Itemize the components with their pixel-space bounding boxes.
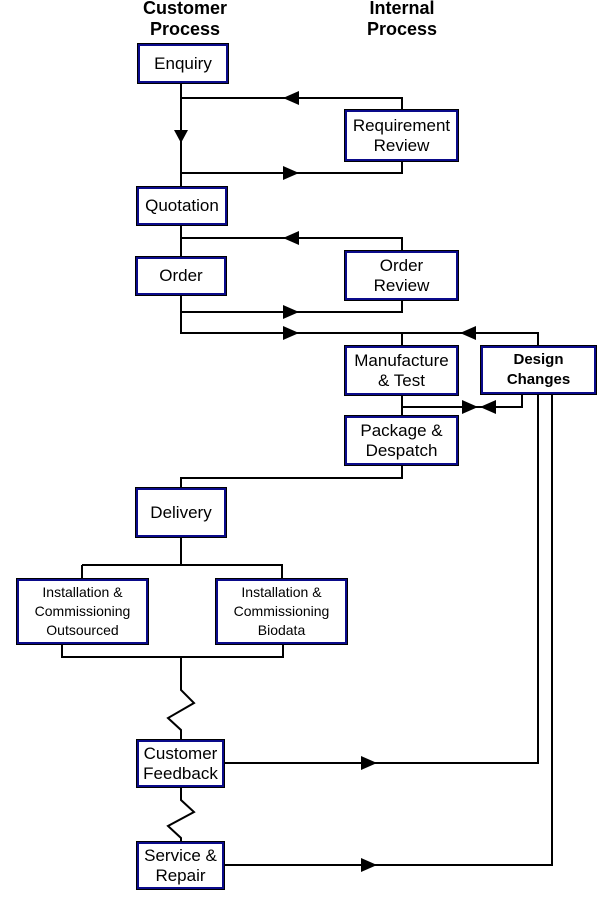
arrow-left-enquiry <box>283 91 299 105</box>
node-package-despatch: Package & Despatch <box>344 415 459 466</box>
node-requirement-review: Requirement Review <box>344 109 459 162</box>
arrow-left-design-loop <box>480 400 496 414</box>
connector-enquiry-requirement <box>181 97 403 110</box>
arrow-right-manufacture <box>283 326 299 340</box>
connector-requirement-return <box>181 162 403 174</box>
node-service-repair: Service & Repair <box>136 841 225 890</box>
connector-feedback-design <box>225 395 539 764</box>
arrow-right-orderreview <box>283 305 299 319</box>
connector-zigzag-service <box>166 788 196 842</box>
node-order-review: Order Review <box>344 250 459 301</box>
arrow-right-service <box>361 858 377 872</box>
node-order: Order <box>135 256 227 296</box>
connector-quotation-orderreview <box>181 237 403 250</box>
node-manufacture-test: Manufacture & Test <box>344 345 459 396</box>
connector-install-join <box>61 645 284 658</box>
header-customer-process: Customer Process <box>142 0 227 39</box>
node-installation-outsourced: Installation & Commissioning Outsourced <box>16 578 149 645</box>
node-design-changes: Design Changes <box>480 345 597 395</box>
header-internal-process: Internal Process <box>366 0 438 39</box>
arrow-right-feedback <box>361 756 377 770</box>
connector-orderreview-return <box>181 301 403 313</box>
node-delivery: Delivery <box>135 487 227 538</box>
arrow-left-quotation <box>283 231 299 245</box>
arrow-right-test-design <box>462 400 478 414</box>
node-quotation: Quotation <box>136 186 228 226</box>
arrow-down-spine <box>174 130 188 143</box>
node-installation-biodata: Installation & Commissioning Biodata <box>215 578 348 645</box>
connector-service-design <box>225 395 553 866</box>
connector-order-manufacture <box>180 295 403 346</box>
node-customer-feedback: Customer Feedback <box>136 739 225 788</box>
arrow-left-design <box>460 326 476 340</box>
node-enquiry: Enquiry <box>137 43 229 84</box>
connector-package-delivery <box>180 465 403 488</box>
connector-design-to-spine <box>402 332 539 346</box>
connector-split-bar <box>82 564 283 579</box>
arrow-right-requirement <box>283 166 299 180</box>
connector-zigzag-feedback <box>166 657 196 740</box>
